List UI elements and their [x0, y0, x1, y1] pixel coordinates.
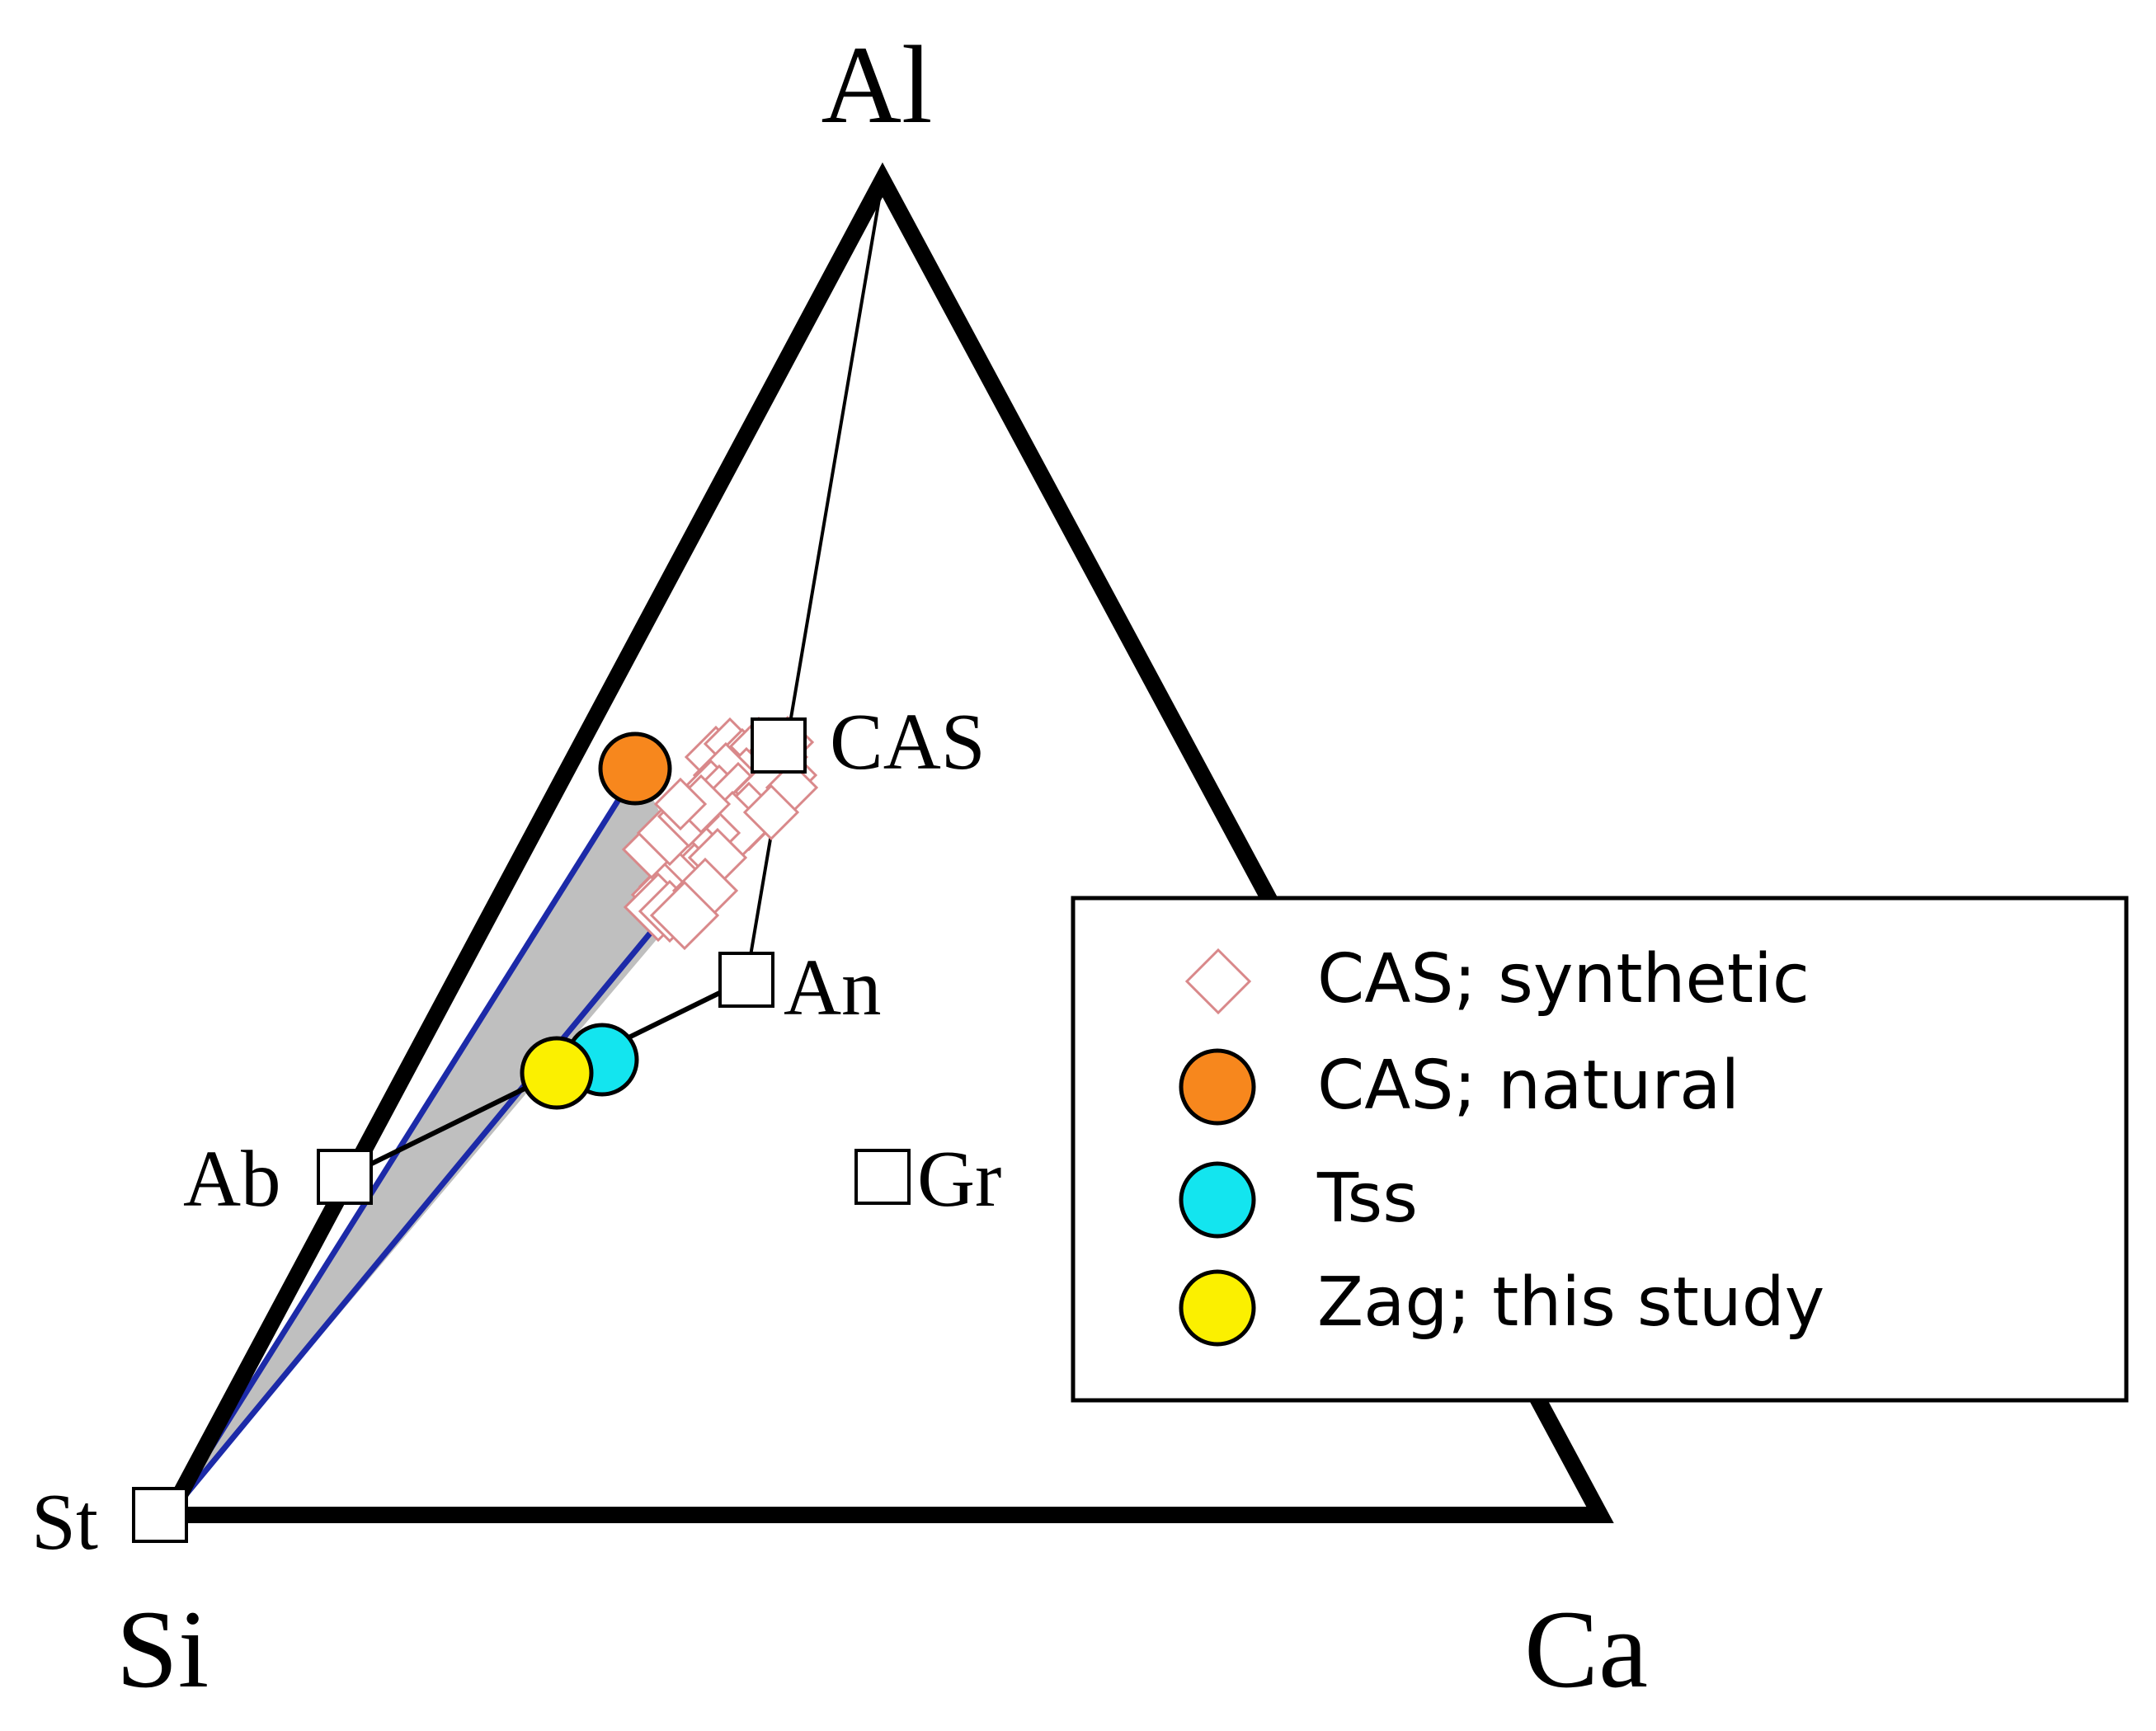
phase-label-ab: Ab	[183, 1135, 281, 1223]
triangle-outline	[155, 162, 1614, 1523]
legend-label-natural: CAS; natural	[1317, 1047, 1739, 1125]
field-boundary-upper	[167, 768, 640, 1517]
synthetic-cas-diamond	[653, 777, 708, 831]
legend-marker-synthetic	[1184, 948, 1252, 1015]
phase-marker-gr	[854, 1149, 911, 1205]
phase-marker-cas	[751, 717, 807, 774]
vertex-label-al: Al	[821, 24, 933, 147]
phase-label-an: An	[784, 943, 882, 1032]
legend-marker-zag	[1179, 1269, 1256, 1347]
zag-point	[520, 1036, 594, 1110]
legend-label-synthetic: CAS; synthetic	[1317, 940, 1810, 1018]
synthetic-cas-diamond	[742, 783, 800, 841]
phase-label-st: St	[31, 1478, 98, 1566]
legend-label-zag: Zag; this study	[1317, 1263, 1824, 1342]
vertex-label-ca: Ca	[1524, 1588, 1648, 1711]
compositional-field	[169, 769, 699, 1515]
tie-line-al-an	[745, 179, 884, 981]
phase-marker-ab	[317, 1149, 373, 1205]
phase-marker-an	[718, 952, 774, 1008]
vertex-label-si: Si	[116, 1588, 209, 1711]
cas-natural-point	[598, 731, 672, 806]
phase-label-gr: Gr	[917, 1135, 1001, 1223]
phase-marker-st	[132, 1487, 188, 1543]
legend-marker-natural	[1179, 1048, 1256, 1126]
legend-marker-tss	[1179, 1161, 1256, 1239]
synthetic-cas-diamond	[649, 880, 720, 951]
legend-label-tss: Tss	[1316, 1159, 1418, 1238]
phase-label-cas: CAS	[830, 698, 986, 786]
legend: CAS; synthetic CAS; natural Tss Zag; thi…	[1071, 896, 2129, 1403]
